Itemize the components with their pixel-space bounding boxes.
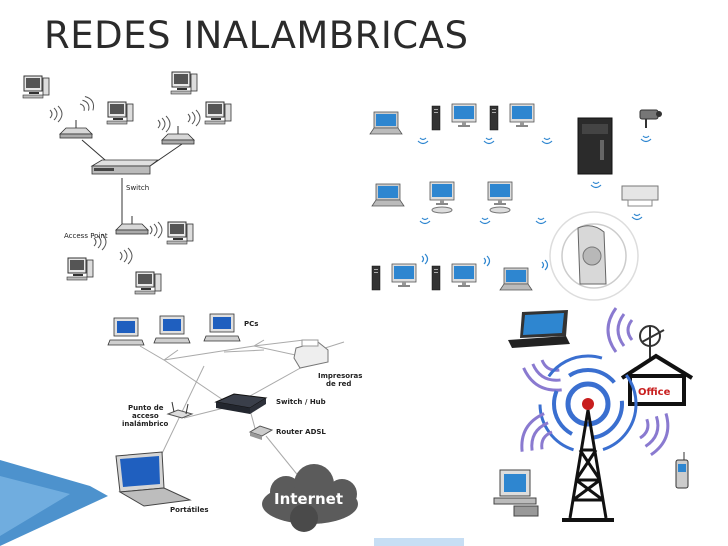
- desktop-pc-icon: [22, 75, 50, 99]
- signal-waves-icon: [49, 105, 63, 123]
- office-label: Office: [638, 387, 671, 398]
- slide-accent-shape: [0, 460, 108, 546]
- desktop-pc-icon: [106, 101, 134, 125]
- panel-wireless-devices: [369, 103, 662, 301]
- wap-label-line2: acceso: [132, 412, 159, 420]
- signal-waves-icon: [606, 306, 634, 354]
- router-adsl-icon: [248, 425, 274, 440]
- desktop-pc-icon: [134, 271, 162, 295]
- monitor-icon: [509, 103, 535, 128]
- pc-tower-icon: [431, 105, 441, 131]
- printers-label-line2: de red: [326, 380, 351, 388]
- office-building-icon: [620, 353, 694, 406]
- pcs-label: PCs: [244, 320, 258, 328]
- laptop-icon: [499, 267, 533, 291]
- signal-waves-icon: [634, 406, 675, 459]
- signal-waves-icon: [483, 255, 491, 267]
- signal-waves-icon: [541, 259, 549, 271]
- desktop-pc-icon: [204, 101, 232, 125]
- laptops-label: Portátiles: [170, 506, 209, 514]
- access-point-icon: [161, 125, 195, 145]
- internet-label: Internet: [274, 490, 343, 508]
- pc-tower-icon: [431, 265, 441, 291]
- internet-cloud-icon: [262, 464, 358, 532]
- signal-waves-icon: [421, 253, 429, 265]
- signal-waves-icon: [119, 247, 133, 265]
- panel-network-switch-diagram: Switch Access Point: [22, 71, 232, 295]
- switch-label: Switch: [126, 184, 149, 192]
- laptop-icon: [508, 310, 570, 348]
- monitor-icon: [391, 263, 417, 288]
- signal-waves-icon: [535, 217, 547, 225]
- desktop-computer-icon: [493, 469, 539, 517]
- security-camera-icon: [639, 109, 662, 128]
- router-adsl-label: Router ADSL: [276, 428, 326, 436]
- signal-waves-icon: [157, 115, 171, 133]
- pc-icon: [107, 317, 145, 346]
- mobile-phone-icon: [675, 452, 689, 489]
- switch-icon: [90, 159, 160, 167]
- desktop-pc-icon: [170, 71, 198, 95]
- access-point-icon: [59, 119, 93, 139]
- signal-waves-icon: [479, 217, 491, 225]
- signal-waves-icon: [77, 94, 97, 115]
- signal-waves-icon: [518, 352, 572, 399]
- slide-accent-strip: [374, 538, 464, 546]
- panel-broadcast-tower: Office: [493, 306, 694, 522]
- signal-waves-icon: [419, 217, 431, 225]
- signal-waves-icon: [149, 221, 163, 239]
- signal-waves-icon: [483, 137, 495, 145]
- pc-icon: [153, 315, 191, 344]
- signal-waves-icon: [541, 137, 553, 145]
- network-printer-icon: [293, 339, 329, 369]
- radio-tower-icon: [538, 354, 638, 522]
- laptop-icon: [371, 183, 405, 207]
- pc-tower-icon: [371, 265, 381, 291]
- imac-icon: [429, 181, 455, 214]
- panel-lan-internet-diagram: PCs Impresoras de red Switch / Hub Route…: [107, 313, 362, 532]
- imac-icon: [487, 181, 513, 214]
- access-point-label: Access Point: [64, 232, 108, 240]
- monitor-icon: [451, 263, 477, 288]
- signal-waves-icon: [590, 181, 602, 189]
- signal-waves-icon: [640, 135, 652, 143]
- switch-hub-icon: [214, 393, 268, 414]
- wap-label-line1: Punto de: [128, 404, 164, 412]
- switch-hub-label: Switch / Hub: [276, 398, 326, 406]
- signal-waves-icon: [417, 137, 429, 145]
- printers-label-line1: Impresoras: [318, 372, 362, 380]
- signal-waves-icon: [187, 109, 201, 127]
- slide-title: REDES INALAMBRICAS: [44, 14, 469, 57]
- satellite-dish-icon: [639, 325, 665, 360]
- printer-icon: [621, 185, 659, 207]
- wireless-router-icon: [549, 211, 639, 301]
- monitor-icon: [451, 103, 477, 128]
- desktop-pc-icon: [66, 257, 94, 281]
- signal-waves-icon: [631, 213, 643, 221]
- laptop-icon: [369, 111, 403, 135]
- wap-label-line3: inalámbrico: [122, 420, 169, 428]
- pc-tower-icon: [489, 105, 499, 131]
- wireless-access-point-icon: [166, 401, 194, 419]
- desktop-pc-icon: [166, 221, 194, 245]
- portable-laptop-icon: [115, 451, 192, 507]
- access-point-icon: [115, 215, 149, 235]
- pc-icon: [203, 313, 241, 342]
